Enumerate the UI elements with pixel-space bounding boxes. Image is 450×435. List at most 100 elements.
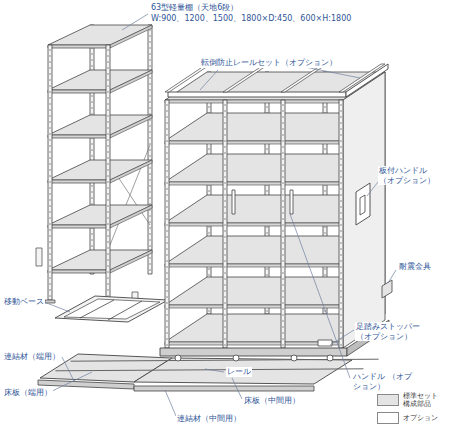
post-hole — [167, 206, 168, 208]
post-hole — [341, 326, 342, 328]
post-hole — [341, 128, 342, 130]
post-hole — [283, 326, 284, 328]
post-hole — [341, 206, 342, 208]
front-post — [165, 100, 169, 348]
wheel — [327, 355, 333, 361]
post-hole — [283, 278, 284, 280]
post-hole — [341, 242, 342, 244]
post-hole — [108, 217, 109, 219]
post-hole — [167, 194, 168, 196]
leader-line — [50, 372, 92, 392]
post-hole — [325, 268, 326, 270]
post-hole — [283, 248, 284, 250]
post-hole — [209, 106, 210, 108]
post-hole — [167, 296, 168, 298]
post-hole — [225, 110, 226, 112]
post-hole — [108, 145, 109, 147]
post-hole — [50, 127, 51, 129]
part-label: 床板（中間用） — [243, 396, 301, 406]
moving-base — [55, 296, 168, 322]
post-hole — [325, 274, 326, 276]
post-hole — [283, 242, 284, 244]
post-hole — [225, 284, 226, 286]
post-hole — [167, 104, 168, 106]
post-hole — [341, 266, 342, 268]
post-hole — [150, 77, 151, 79]
post-hole — [341, 230, 342, 232]
post-hole — [150, 101, 151, 103]
post-hole — [341, 296, 342, 298]
post-hole — [92, 185, 93, 187]
moving-base — [80, 300, 114, 318]
post-hole — [50, 55, 51, 57]
post-hole — [50, 247, 51, 249]
post-hole — [283, 128, 284, 130]
shelf-lip — [110, 250, 152, 273]
post-hole — [283, 236, 284, 238]
post-hole — [341, 284, 342, 286]
back-post — [90, 25, 94, 274]
post-hole — [167, 200, 168, 202]
post-hole — [150, 137, 151, 139]
post-hole — [150, 155, 151, 157]
shelf-lip — [110, 70, 152, 93]
post-hole — [92, 95, 93, 97]
post-hole — [50, 199, 51, 201]
plate-handle — [360, 195, 365, 215]
anti-tip-rail — [223, 64, 269, 92]
post-hole — [92, 245, 93, 247]
legend-swatch — [377, 412, 399, 424]
post-hole — [341, 236, 342, 238]
part-label: レール — [226, 367, 252, 377]
post-hole — [225, 146, 226, 148]
wheel — [233, 355, 239, 361]
post-hole — [50, 61, 51, 63]
post-hole — [267, 310, 268, 312]
post-hole — [283, 230, 284, 232]
leader-line — [232, 378, 242, 399]
shelf-lip — [48, 90, 110, 93]
leader-line — [290, 214, 350, 378]
part-label: 移動ベース — [3, 297, 45, 307]
post-hole — [50, 91, 51, 93]
post-hole — [209, 310, 210, 312]
part-label: 足踏みストッパー （オプション） — [355, 322, 429, 341]
post-hole — [92, 59, 93, 61]
post-hole — [50, 169, 51, 171]
post-hole — [167, 110, 168, 112]
shelf-lip — [165, 342, 343, 345]
post-hole — [108, 79, 109, 81]
post-hole — [341, 218, 342, 220]
post-hole — [108, 277, 109, 279]
post-hole — [108, 223, 109, 225]
post-hole — [225, 182, 226, 184]
post-hole — [283, 116, 284, 118]
post-hole — [341, 182, 342, 184]
post-hole — [108, 259, 109, 261]
shelf-lip — [48, 45, 110, 48]
post-hole — [341, 260, 342, 262]
leader-line — [122, 14, 148, 30]
post-hole — [50, 145, 51, 147]
post-hole — [50, 271, 51, 273]
post-hole — [325, 190, 326, 192]
post-hole — [341, 194, 342, 196]
post-hole — [283, 332, 284, 334]
floor-panel — [134, 358, 352, 384]
post-hole — [50, 289, 51, 291]
post-hole — [283, 254, 284, 256]
anti-tip-rail — [281, 64, 327, 92]
post-hole — [283, 140, 284, 142]
post-hole — [167, 242, 168, 244]
post-hole — [50, 109, 51, 111]
post-hole — [225, 302, 226, 304]
post-hole — [167, 128, 168, 130]
post-hole — [108, 121, 109, 123]
post-hole — [108, 163, 109, 165]
post-hole — [108, 211, 109, 213]
post-hole — [50, 259, 51, 261]
post-hole — [283, 170, 284, 172]
post-hole — [167, 248, 168, 250]
post-hole — [150, 263, 151, 265]
post-hole — [50, 133, 51, 135]
